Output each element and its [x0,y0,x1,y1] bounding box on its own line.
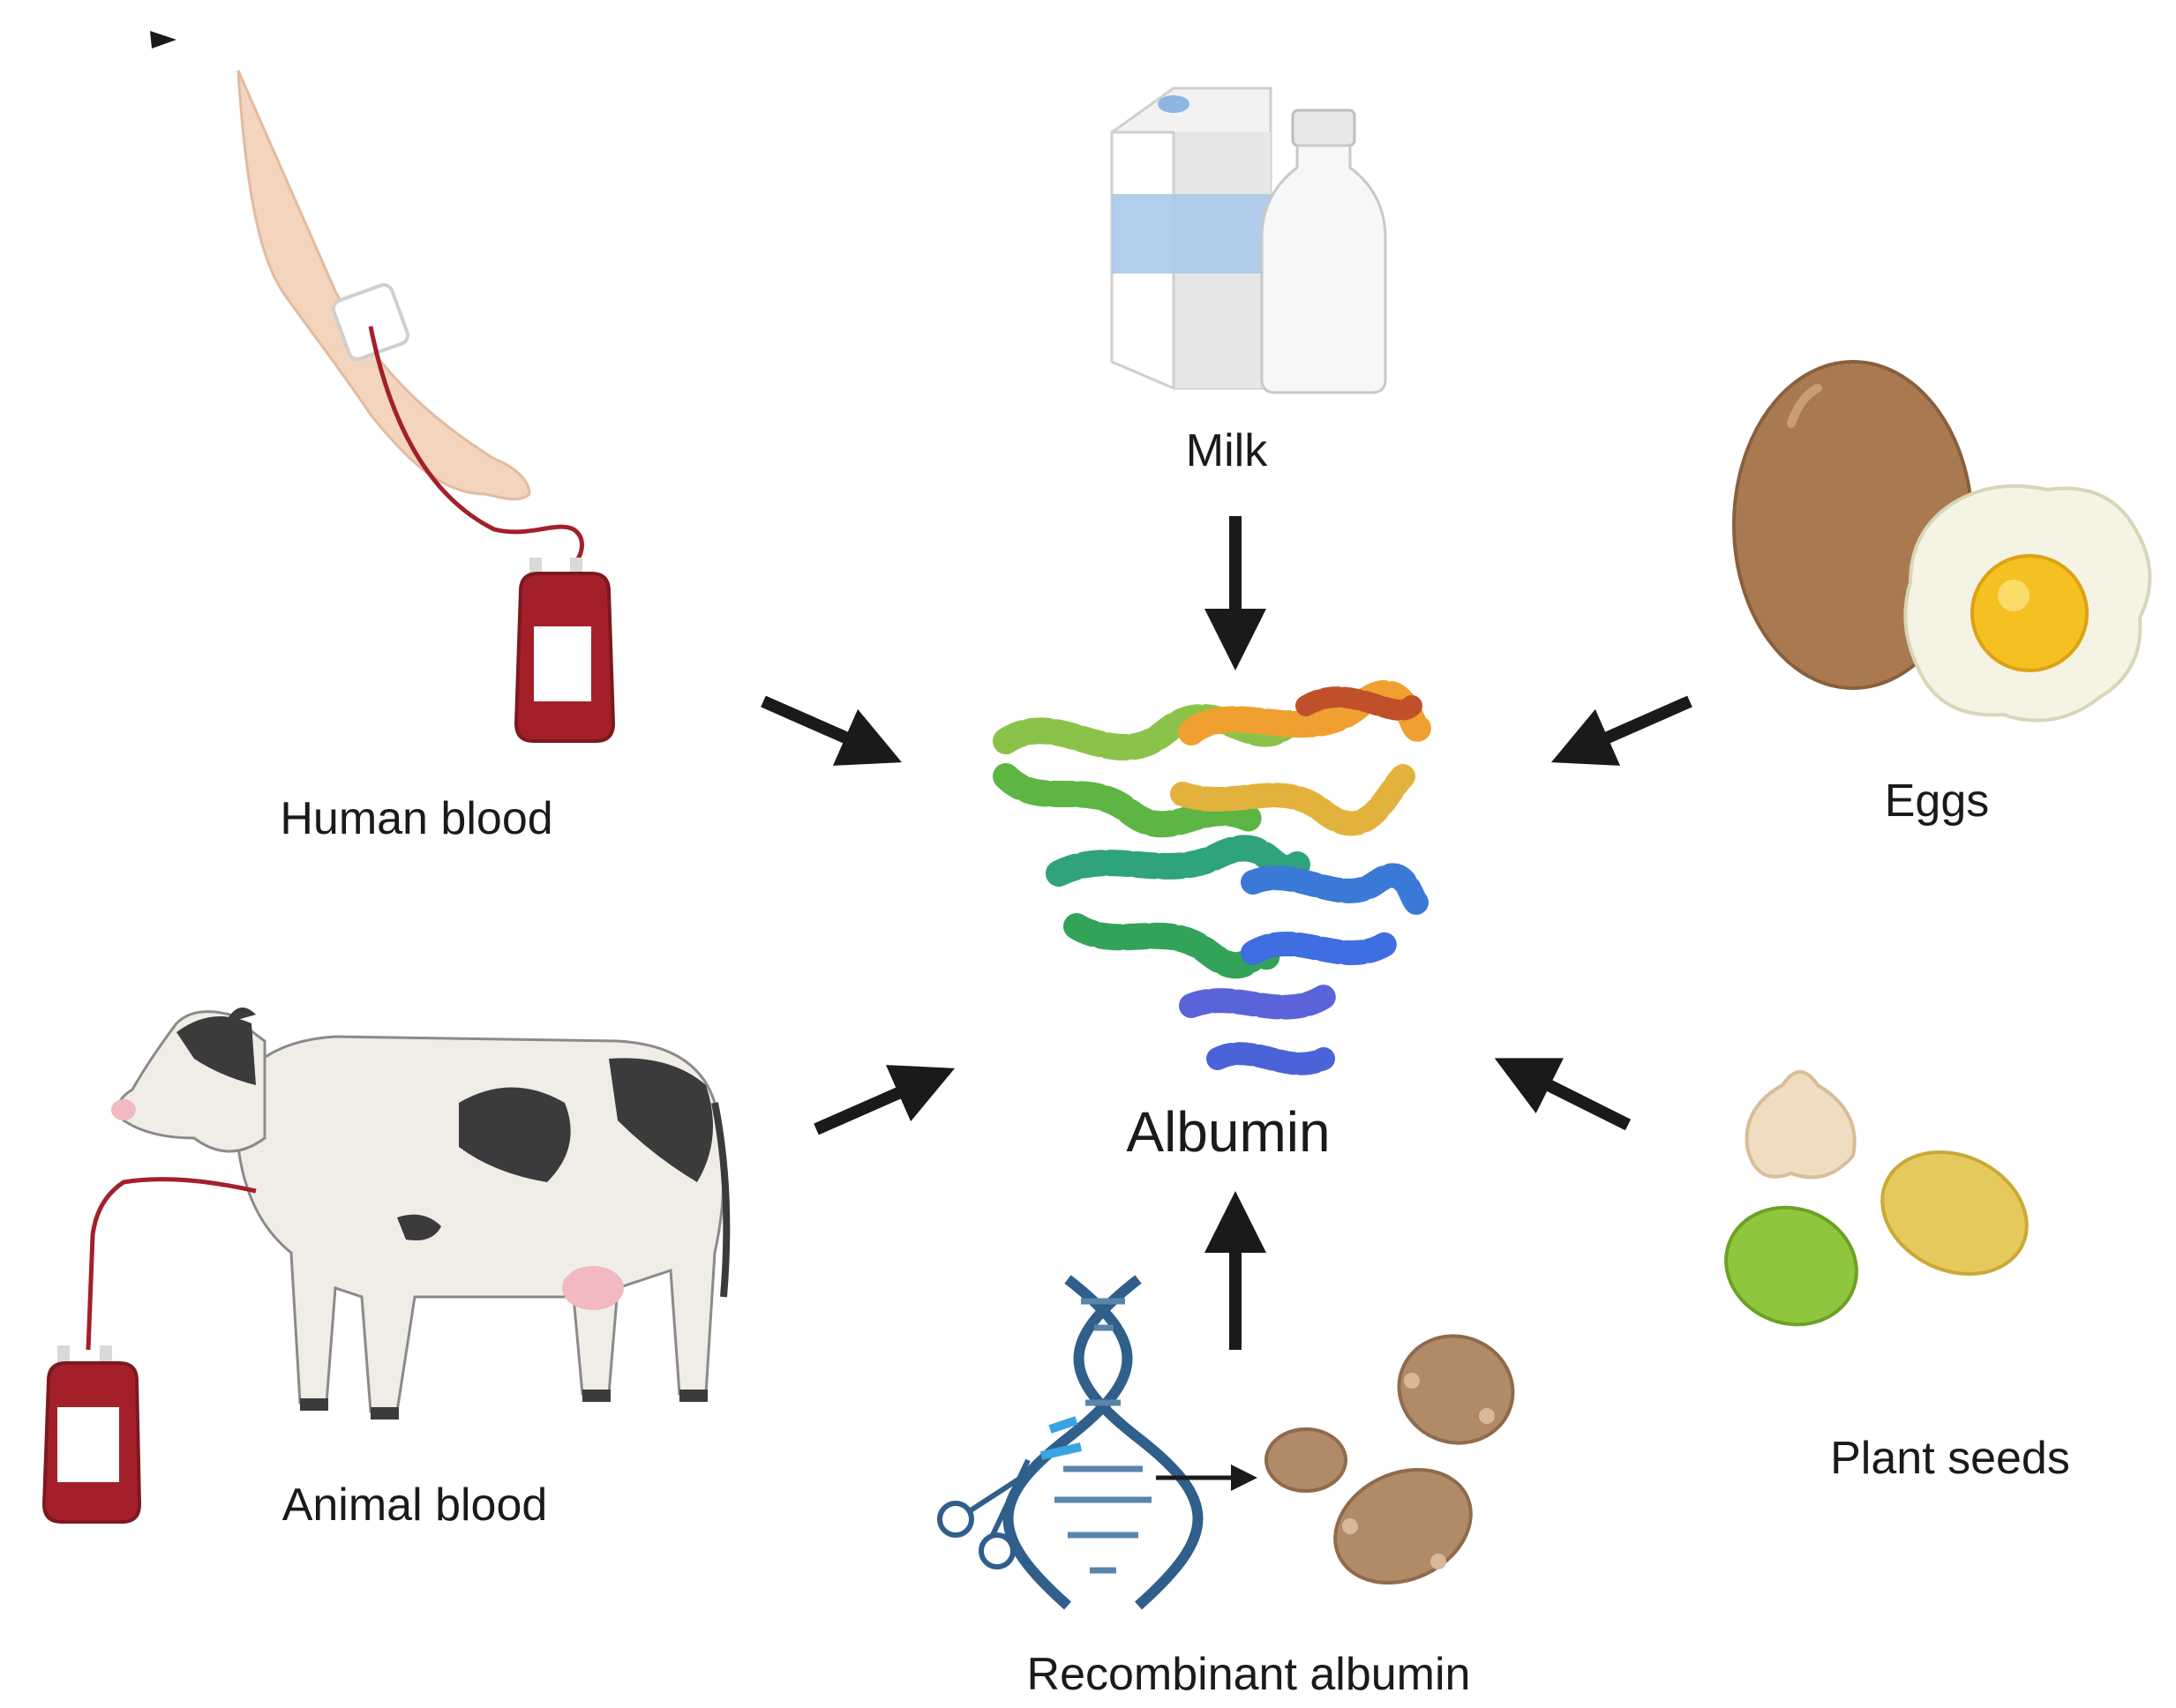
chickpea [1745,1070,1857,1180]
arrow-animal-blood-to-albumin [814,1065,956,1135]
cow-ear [225,1008,256,1023]
milk-carton-band [1112,194,1271,273]
arrows [761,516,1692,1350]
cow-spot [397,1214,441,1240]
milk-carton-cap [1158,95,1189,113]
milk-bottle-cap [1291,109,1356,147]
dna-cut-fragment [1039,1416,1083,1460]
cow-spot [609,1058,713,1182]
label-eggs: Eggs [1885,775,1990,827]
dna-strand [1002,1275,1133,1610]
plant-seeds-illustration [1724,1070,2029,1327]
label-plant-seeds: Plant seeds [1830,1433,2070,1484]
arrow-plant-seeds-to-albumin [1494,1058,1632,1131]
label-milk: Milk [1186,425,1268,476]
label-animal-blood: Animal blood [282,1480,548,1531]
milk-illustration [1110,86,1387,394]
egg-yolk [1970,554,2089,672]
arrow-human-blood-to-albumin [761,695,903,766]
animal-blood-tube [86,1177,257,1351]
recombinant-illustration [937,1275,1515,1610]
corner-mark [150,31,176,49]
animal-blood-illustration [41,1008,731,1524]
human-arm [236,70,531,501]
milk-bottle [1260,144,1387,394]
cow-nose [111,1099,136,1120]
blood-bag-human [514,558,616,743]
bandage [331,282,410,362]
scissors-icon [937,1458,1043,1569]
human-blood-illustration [236,70,616,743]
cow-tail [711,1102,731,1298]
cow-head-spot [176,1016,256,1085]
cow-spot [459,1087,571,1182]
label-human-blood: Human blood [280,793,552,844]
label-albumin: Albumin [1126,1100,1330,1164]
cow-udder [562,1266,624,1310]
label-recombinant-albumin: Recombinant albumin [1027,1649,1471,1700]
dna-strand [1073,1275,1204,1610]
eggs-illustration [1732,360,2152,723]
potato [1264,1427,1347,1493]
yellow-bean [1880,1150,2029,1276]
green-bean [1724,1205,1858,1327]
arrow-eggs-to-albumin [1550,695,1692,766]
potato [1397,1334,1515,1445]
albumin-protein-structure [993,679,1434,1075]
blood-bag-animal [41,1345,142,1524]
blood-tube [368,326,584,566]
